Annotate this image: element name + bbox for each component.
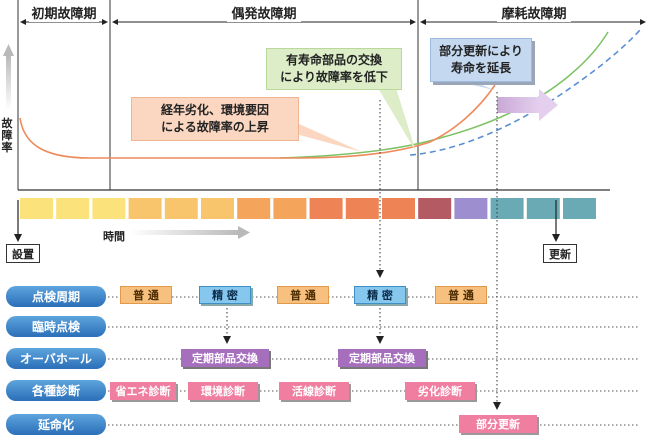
timeline-block: [345, 198, 379, 219]
inspection-normal-2: 普 通: [277, 286, 329, 304]
callout-aging: 経年劣化、環境要因 による故障率の上昇: [131, 97, 299, 141]
timeline-block: [563, 198, 596, 219]
timeline-block: [237, 198, 271, 219]
diagnosis-live-line: 活線診断: [279, 382, 349, 400]
extension-partial-renewal: 部分更新: [459, 415, 537, 433]
install-label: 設置: [6, 244, 40, 263]
timeline-block: [56, 198, 90, 219]
row-label-diagnosis: 各種診断: [6, 380, 106, 401]
phase-wearout-label: 摩耗故障期: [497, 2, 571, 22]
connector-arrowheads: [223, 270, 501, 410]
callout-pointers: [290, 80, 494, 152]
timeline-block: [164, 198, 198, 219]
diagnosis-energy: 省エネ診断: [110, 382, 176, 400]
phase-early-label: 初期故障期: [29, 2, 99, 22]
timeline-block: [273, 198, 307, 219]
row-label-inspection-cycle: 点検周期: [6, 286, 106, 307]
inspection-normal-3: 普 通: [435, 286, 487, 304]
callout-renew-line1: 部分更新により: [439, 44, 523, 58]
renewal-label: 更新: [543, 244, 577, 263]
curve-replaced: [279, 31, 609, 159]
phase-early: 初期故障期: [18, 0, 110, 24]
phase-random: 偶発故障期: [110, 0, 418, 24]
row-label-ad-hoc-inspection: 臨時点検: [6, 316, 106, 337]
time-axis-label: 時間: [103, 230, 125, 243]
diagnosis-degradation: 劣化診断: [405, 382, 475, 400]
callout-replace: 有寿命部品の交換 により故障率を低下: [266, 48, 402, 90]
inspection-precise-2: 精 密: [354, 286, 406, 304]
inspection-precise-1: 精 密: [199, 286, 251, 304]
timeline-block: [92, 198, 126, 219]
phase-random-label: 偶発故障期: [227, 2, 301, 22]
timeline-block: [382, 198, 415, 219]
marker-arrows: [14, 200, 560, 242]
callout-renew: 部分更新により 寿命を延長: [430, 38, 532, 82]
curve-base: [19, 84, 496, 159]
y-axis-arrow: [3, 44, 14, 110]
phase-wearout: 摩耗故障期: [418, 0, 650, 24]
timeline-block: [201, 198, 234, 219]
y-axis-label: 故障率: [1, 117, 13, 154]
row-label-life-extension: 延命化: [6, 414, 106, 435]
callout-replace-line1: 有寿命部品の交換: [285, 53, 382, 67]
inspection-normal-1: 普 通: [120, 286, 172, 304]
phase-brackets: [17, 0, 646, 190]
callout-aging-line1: 経年劣化、環境要因: [160, 103, 269, 117]
timeline-block: [454, 198, 488, 219]
timeline-block: [526, 198, 560, 219]
timeline-block: [128, 198, 162, 219]
timeline-block: [309, 198, 343, 219]
overhaul-periodic-1: 定期部品交換: [181, 349, 269, 367]
callout-replace-line2: により故障率を低下: [280, 70, 388, 84]
diagnosis-environment: 環境診断: [188, 382, 258, 400]
overhaul-periodic-2: 定期部品交換: [338, 349, 426, 367]
timeline-bar: [20, 198, 596, 219]
curve-renewed: [409, 29, 641, 156]
time-arrow: [130, 226, 250, 239]
timeline-block: [418, 198, 452, 219]
timeline-block: [20, 198, 53, 219]
vertical-connectors: [226, 92, 498, 404]
renewal-arrow: [497, 89, 558, 121]
callout-renew-line2: 寿命を延長: [450, 61, 511, 75]
failure-rate-curves: [19, 29, 641, 159]
callout-aging-line2: による故障率の上昇: [161, 120, 269, 134]
timeline-block: [490, 198, 524, 219]
row-label-overhaul: オーバホール: [6, 348, 106, 369]
